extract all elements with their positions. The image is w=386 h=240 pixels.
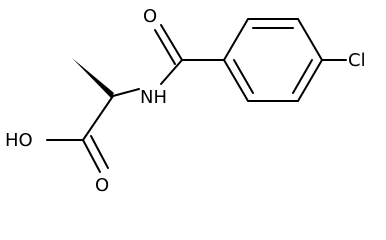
carbonyl-oxygen-label: O xyxy=(143,6,157,27)
hydroxyl-label: HO xyxy=(5,130,33,151)
alpha-carboxyl-bond xyxy=(82,95,114,141)
amide-carbonyl-double-bond-b xyxy=(154,29,176,65)
ring-inner-bond-2 xyxy=(292,59,313,94)
molecule-structure: O NH Cl HO O xyxy=(5,6,366,196)
acid-carbonyl-double-bond-b xyxy=(90,135,109,169)
ring-bond-4 xyxy=(297,59,323,102)
amide-nh-label: NH xyxy=(140,87,167,108)
ring-bond-3 xyxy=(297,18,323,61)
ring-bond-6 xyxy=(223,59,249,102)
chlorine-label: Cl xyxy=(348,50,366,71)
ring-bond-1 xyxy=(223,18,249,61)
amide-carbonyl-double-bond-a xyxy=(160,24,183,61)
nh-carbonyl-bond xyxy=(160,59,183,85)
acid-carbonyl-double-bond-a xyxy=(82,139,101,173)
alpha-carbon-nh-bond xyxy=(112,88,140,97)
methyl-wedge-bond xyxy=(72,58,114,98)
acid-oxygen-label: O xyxy=(95,175,109,196)
ring-inner-bond-3 xyxy=(233,59,254,94)
